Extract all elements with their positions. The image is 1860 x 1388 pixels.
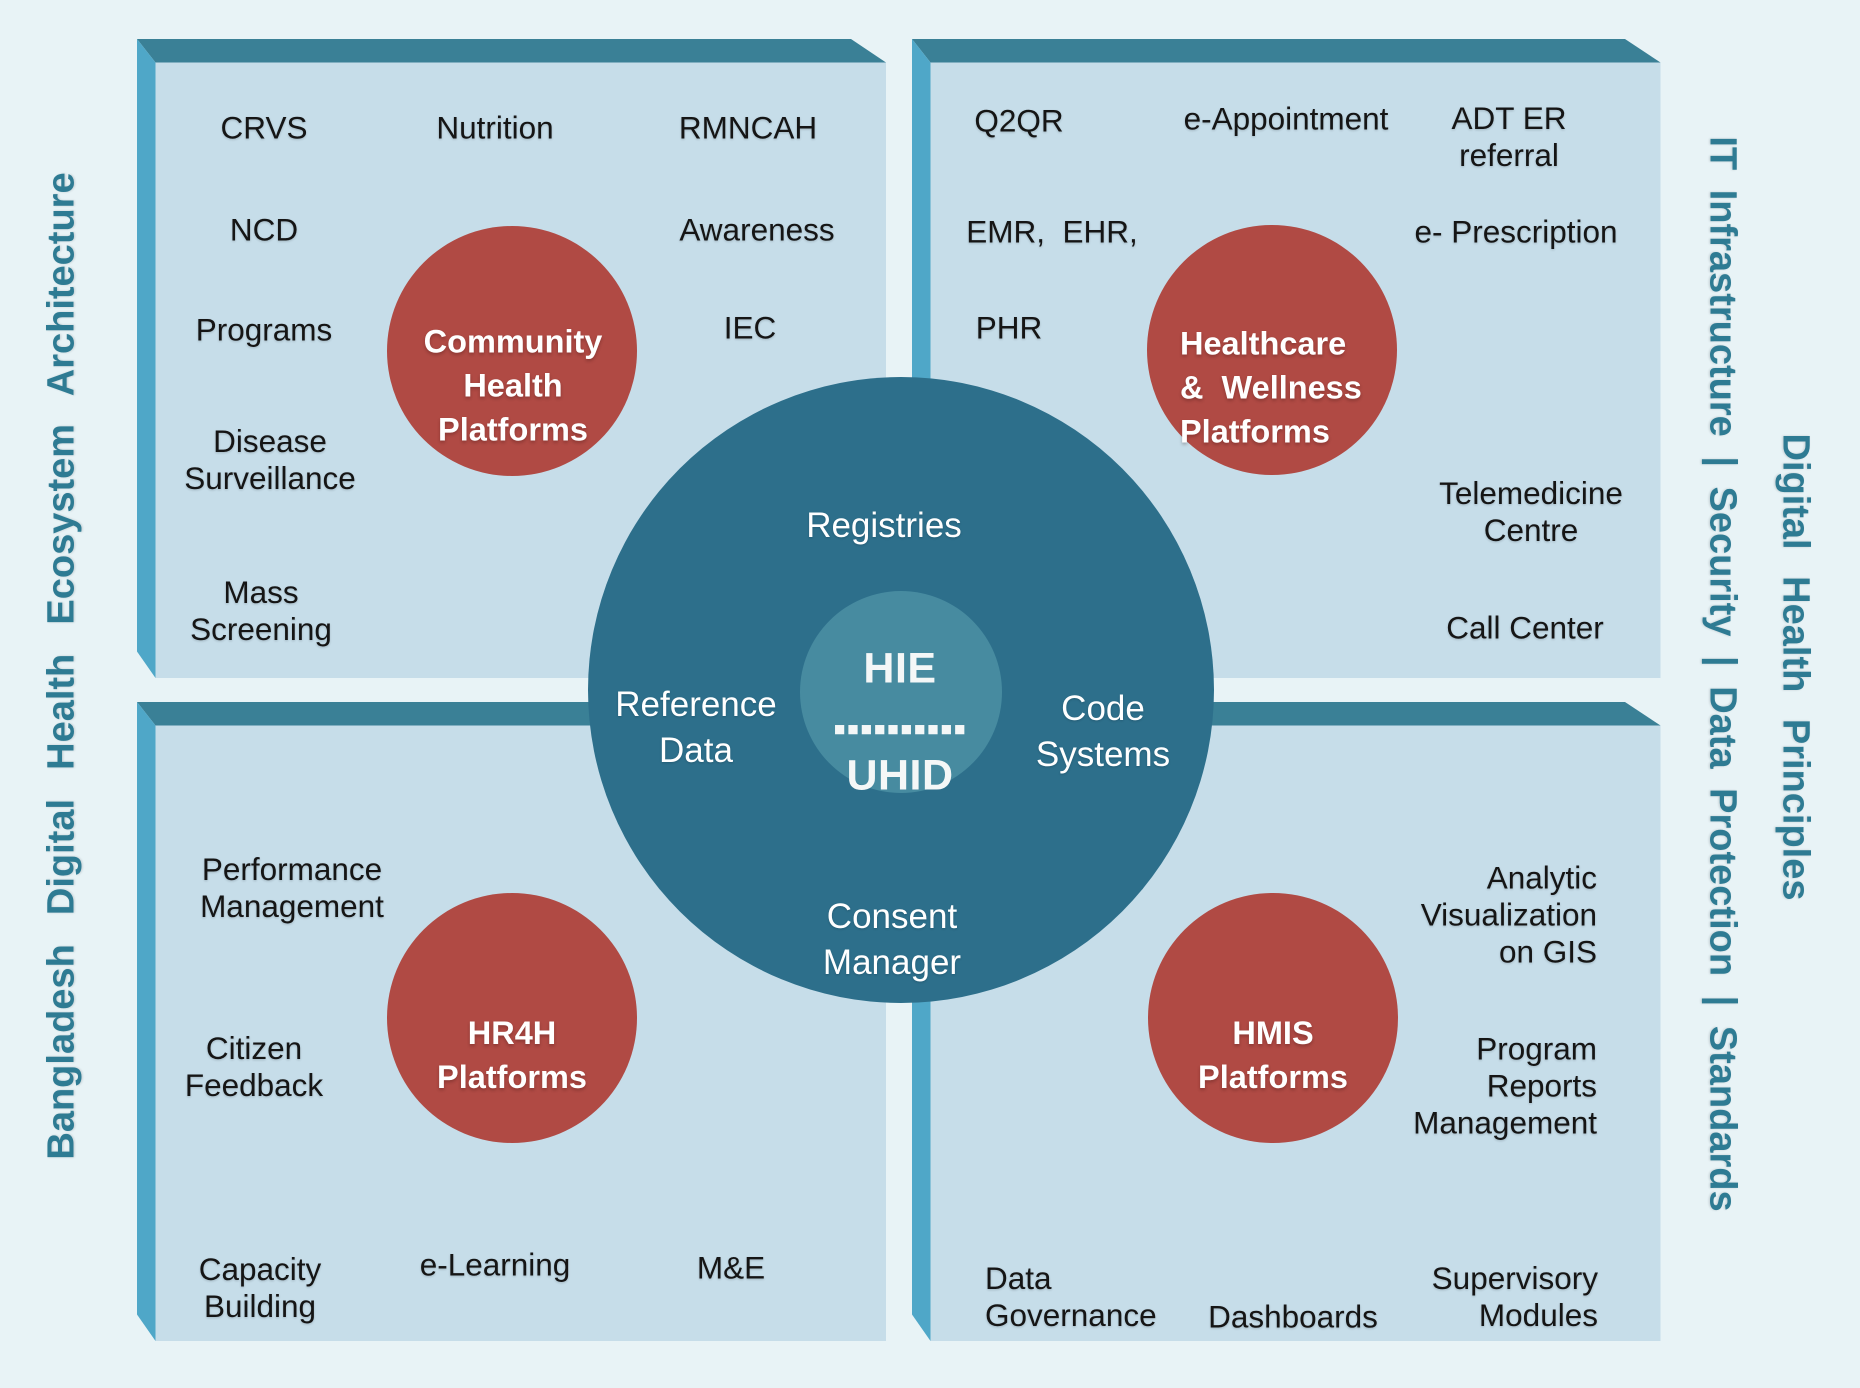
community-health-platforms-label: Community Health Platforms (423, 323, 603, 449)
hr4h-platforms-label: HR4H Platforms (437, 1014, 587, 1095)
hie-hub-inner-circle (800, 591, 1002, 793)
label-adt-er-referral: ADT ER referral (1451, 99, 1567, 173)
label-iec: IEC (723, 309, 777, 346)
healthcare-wellness-platforms-circle (1147, 225, 1397, 475)
hub-label-registries: Registries (806, 506, 962, 546)
panel-top-left-top-bevel (137, 39, 886, 63)
panel-top-right-top-bevel (912, 39, 1661, 63)
right-outer-axis-title: Digital Health Principles (1774, 433, 1817, 901)
label-e-learning: e-Learning (419, 1246, 571, 1283)
label-phr: PHR (975, 309, 1043, 346)
label-ncd: NCD (229, 211, 299, 248)
label-awareness: Awareness (679, 211, 835, 248)
label-call-center: Call Center (1446, 609, 1604, 646)
hmis-platforms-circle (1148, 893, 1398, 1143)
hmis-platforms-label: HMIS Platforms (1198, 1014, 1348, 1095)
label-e-prescription: e- Prescription (1414, 213, 1618, 250)
label-telemedicine-centre: Telemedicine Centre (1439, 474, 1623, 548)
label-performance-management: Performance Management (200, 850, 384, 924)
label-programs: Programs (195, 311, 333, 348)
label-e-appointment: e-Appointment (1183, 100, 1389, 137)
hr4h-platforms-circle (387, 893, 637, 1143)
hub-core-dots: ▪▪▪▪▪▪▪▪▪▪ (833, 718, 967, 740)
label-mass-screening: Mass Screening (190, 573, 332, 647)
panel-top-left-left-bevel (137, 39, 156, 678)
label-analytic-visualization-gis: Analytic Visualization on GIS (1420, 859, 1597, 970)
label-citizen-feedback: Citizen Feedback (184, 1029, 324, 1103)
label-disease-surveillance: Disease Surveillance (184, 422, 356, 496)
label-crvs: CRVS (220, 109, 308, 146)
label-data-governance: Data Governance (985, 1259, 1157, 1333)
label-emr-ehr: EMR, EHR, (966, 213, 1138, 250)
hub-label-consent-manager: Consent Manager (822, 897, 962, 982)
label-supervisory-modules: Supervisory Modules (1431, 1259, 1598, 1333)
hub-core-hie-label: HIE (863, 644, 937, 693)
label-q2qr: Q2QR (974, 102, 1064, 139)
hub-label-code-systems: Code Systems (1035, 689, 1171, 774)
label-nutrition: Nutrition (436, 109, 554, 146)
healthcare-wellness-platforms-label: Healthcare & Wellness Platforms (1180, 325, 1362, 451)
community-health-platforms-circle (387, 226, 637, 476)
label-capacity-building: Capacity Building (198, 1250, 322, 1324)
label-program-reports-management: Program Reports Management (1413, 1030, 1597, 1141)
hub-core-uhid-label: UHID (846, 751, 954, 800)
label-m-and-e: M&E (696, 1249, 766, 1286)
label-dashboards: Dashboards (1208, 1298, 1378, 1335)
hub-label-reference-data: Reference Data (615, 685, 777, 770)
right-inner-axis-title: IT Infrastructure | Security | Data Prot… (1701, 136, 1744, 1212)
panel-bottom-left-left-bevel (137, 702, 156, 1341)
label-rmncah: RMNCAH (678, 109, 818, 146)
left-axis-title: Bangladesh Digital Health Ecosystem Arch… (40, 172, 83, 1160)
